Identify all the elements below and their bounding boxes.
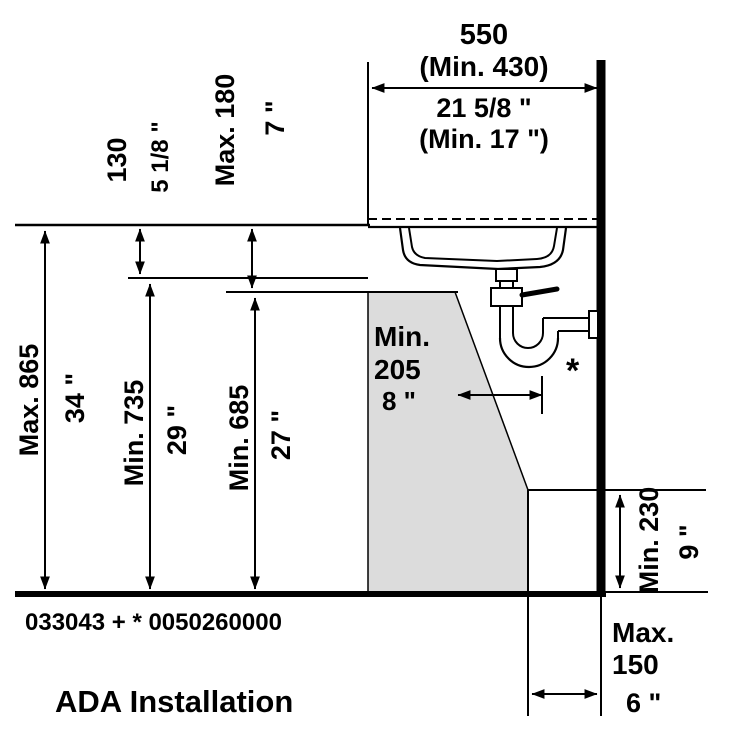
ptrap-outer-bend <box>498 337 560 369</box>
dim-180-mm: Max. 180 <box>210 74 240 187</box>
dim-865-mm: Max. 865 <box>14 344 44 457</box>
sink-bowl-inner <box>408 227 558 263</box>
dim-735-mm: Min. 735 <box>119 380 149 487</box>
valve-lever <box>519 286 560 298</box>
dim-180-inch: 7 " <box>260 100 290 135</box>
dim-130-mm: 130 <box>102 137 132 182</box>
dim-205-inch: 8 " <box>382 386 416 416</box>
dimension-labels: 550 (Min. 430) 21 5/8 " (Min. 17 ") Max.… <box>14 19 704 718</box>
dim-205-label: Min. <box>374 321 430 352</box>
dim-230-mm: Min. 230 <box>634 487 664 594</box>
dim-685-mm: Min. 685 <box>224 385 254 492</box>
dim-735-inch: 29 " <box>162 405 192 455</box>
dim-150-label: Max. <box>612 617 674 648</box>
page-title: ADA Installation <box>55 684 293 719</box>
shutoff-valve <box>490 287 523 307</box>
dim-685-inch: 27 " <box>266 410 296 460</box>
dim-865-inch: 34 " <box>60 373 90 423</box>
structure <box>15 60 708 716</box>
product-code: 033043 + * 0050260000 <box>25 609 282 636</box>
sink-drawing: * <box>368 218 599 390</box>
dim-550-inch: 21 5/8 " <box>436 93 531 123</box>
dim-205-mm: 205 <box>374 354 421 385</box>
dim-550-mm-min: (Min. 430) <box>419 51 548 82</box>
dimension-lines <box>40 83 625 699</box>
dim-550-mm: 550 <box>460 19 508 51</box>
dim-130-inch: 5 1/8 " <box>147 121 174 192</box>
drain-fitting <box>495 268 518 282</box>
dim-150-inch: 6 " <box>626 688 661 718</box>
dim-230-inch: 9 " <box>674 524 704 559</box>
dim-550-inch-min: (Min. 17 ") <box>419 124 549 154</box>
ptrap-inner-bend <box>512 332 544 349</box>
clearance-zone-shape <box>368 292 528 593</box>
wall-flange <box>588 310 599 339</box>
dim-150-mm: 150 <box>612 649 659 680</box>
footnote-asterisk: * <box>566 352 580 390</box>
